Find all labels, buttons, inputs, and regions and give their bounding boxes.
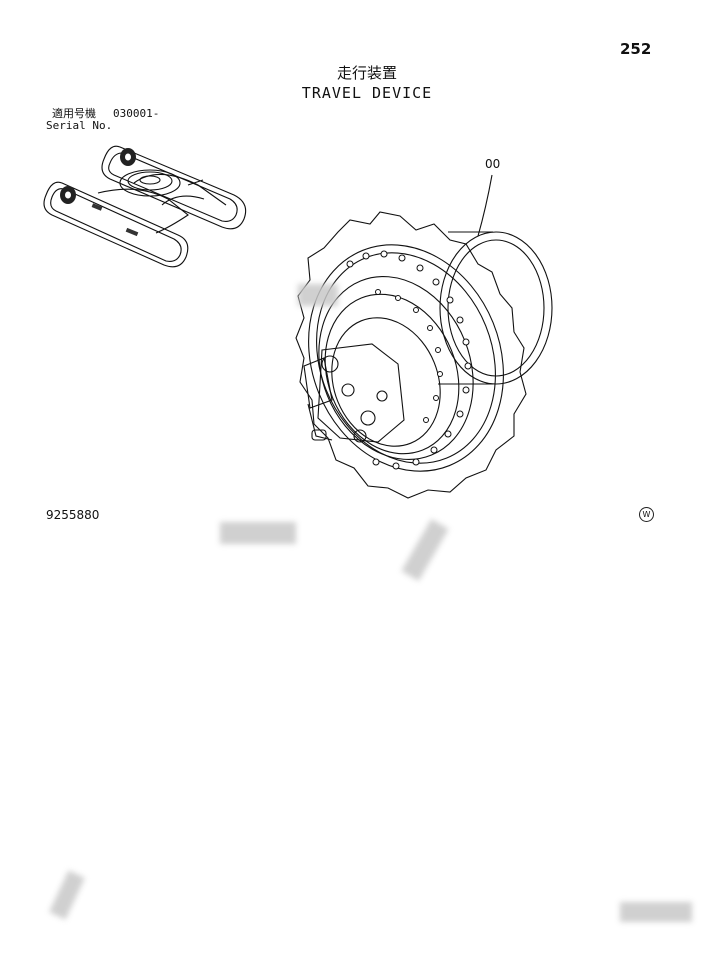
title-english: TRAVEL DEVICE [301,84,433,102]
serial-label-japanese: 適用号機 [52,107,96,120]
serial-value: 030001- [113,107,160,120]
page-number: 252 [620,40,652,58]
serial-label-english: Serial No. [46,119,113,132]
travel-device-drawing [295,174,553,499]
scan-smudge [49,870,85,920]
scan-smudge [620,902,692,922]
crawler-undercarriage-thumbnail [43,145,247,268]
scan-smudge [298,284,338,306]
scan-smudge [401,519,449,581]
part-callout-label: 00 [485,157,501,171]
title-japanese: 走行装置 [336,64,397,82]
corner-mark: W [639,507,654,522]
scan-smudge [220,522,296,544]
document-code: 9255880 [46,508,100,522]
